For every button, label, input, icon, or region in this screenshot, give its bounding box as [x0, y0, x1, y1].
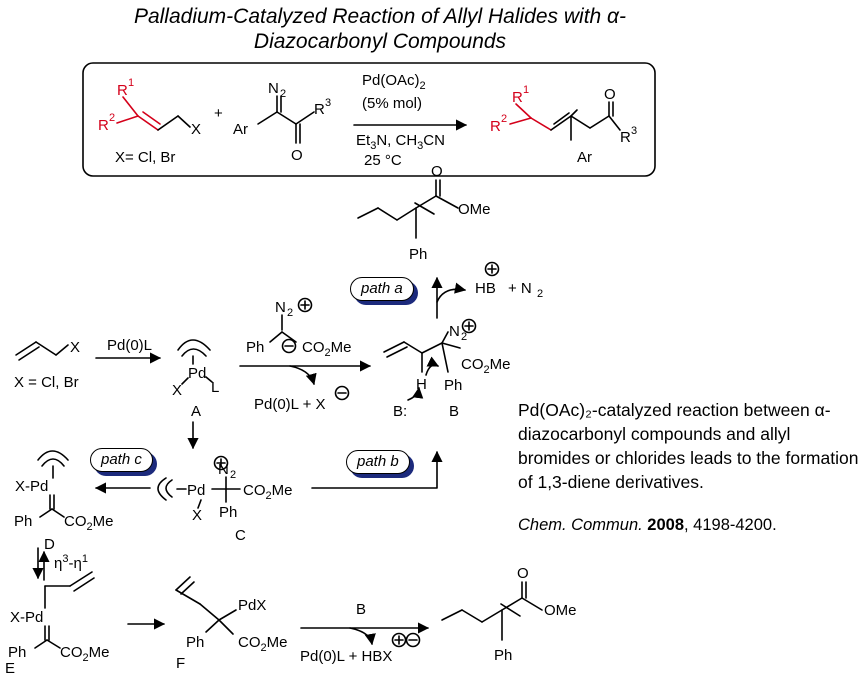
- svg-text:O: O: [517, 565, 529, 582]
- svg-text:(5% mol): (5% mol): [362, 95, 422, 112]
- svg-text:E: E: [5, 660, 15, 676]
- svg-text:CO2Me: CO2Me: [243, 482, 292, 502]
- svg-text:H: H: [416, 376, 427, 393]
- reference-year: 2008: [647, 516, 685, 534]
- title-line-2: Diazocarbonyl Compounds: [253, 30, 507, 53]
- svg-text:Pd(0)L + X: Pd(0)L + X: [254, 396, 326, 413]
- svg-text:R: R: [620, 129, 631, 146]
- svg-text:3: 3: [631, 125, 637, 137]
- svg-text:η3-η1: η3-η1: [54, 553, 88, 572]
- svg-text:X-Pd: X-Pd: [10, 609, 43, 626]
- x-equals-start-label: X = Cl, Br: [14, 374, 79, 391]
- svg-text:2: 2: [230, 469, 236, 481]
- diazo-reagent: N 2 Ph CO2Me: [246, 297, 351, 359]
- complex-e: X-Pd Ph CO2Me E: [5, 571, 109, 676]
- title-line-1: Palladium-Catalyzed Reaction of Allyl Ha…: [133, 5, 627, 28]
- diazocarbonyl-reactant: Ar N 2 O R 3: [233, 80, 331, 164]
- svg-text:3: 3: [325, 97, 331, 109]
- path-a-label: path a: [350, 277, 414, 301]
- svg-text:OMe: OMe: [458, 201, 491, 218]
- svg-text:O: O: [431, 163, 443, 180]
- svg-text:2: 2: [109, 112, 115, 124]
- svg-text:O: O: [291, 147, 303, 164]
- svg-text:Ar: Ar: [577, 149, 592, 166]
- r2-label: R: [98, 117, 109, 134]
- svg-text:+: +: [214, 105, 223, 122]
- svg-text:Ar: Ar: [233, 121, 248, 138]
- x-equals-label: X= Cl, Br: [115, 149, 175, 166]
- svg-text:X: X: [172, 382, 182, 399]
- svg-text:1: 1: [128, 77, 134, 89]
- svg-text:CO2Me: CO2Me: [238, 634, 287, 654]
- svg-text:Et3N, CH3CN: Et3N, CH3CN: [356, 132, 445, 152]
- path-c-label: path c: [90, 448, 153, 472]
- svg-text:HB: HB: [475, 280, 496, 297]
- svg-text:B:: B:: [393, 403, 407, 420]
- svg-text:Ph: Ph: [444, 377, 462, 394]
- svg-text:L: L: [211, 379, 219, 396]
- svg-text:2: 2: [280, 88, 286, 100]
- complex-a: Pd X L A: [172, 339, 219, 420]
- svg-text:Ph: Ph: [246, 339, 264, 356]
- svg-text:2: 2: [287, 307, 293, 319]
- svg-text:25 °C: 25 °C: [364, 152, 402, 169]
- svg-text:1: 1: [523, 84, 529, 96]
- svg-text:CO2Me: CO2Me: [64, 513, 113, 533]
- svg-text:Pd(0)L: Pd(0)L: [107, 337, 152, 354]
- svg-text:2: 2: [537, 288, 543, 300]
- svg-text:X-Pd: X-Pd: [15, 478, 48, 495]
- svg-text:R: R: [490, 118, 501, 135]
- svg-text:Ph: Ph: [8, 644, 26, 661]
- svg-text:PdX: PdX: [238, 597, 266, 614]
- svg-text:Ph: Ph: [409, 246, 427, 263]
- reference-pages: , 4198-4200.: [684, 516, 777, 534]
- svg-text:D: D: [44, 536, 55, 553]
- svg-text:2: 2: [461, 331, 467, 343]
- svg-text:Pd: Pd: [187, 482, 205, 499]
- svg-text:R: R: [512, 89, 523, 106]
- svg-text:B: B: [356, 601, 366, 618]
- svg-text:Ph: Ph: [494, 647, 512, 664]
- svg-text:C: C: [235, 527, 246, 544]
- intermediate-b: H N 2 CO2Me Ph B: B: [383, 318, 510, 420]
- svg-text:X: X: [191, 121, 201, 138]
- product-path-a: O OMe Ph: [357, 163, 491, 263]
- svg-text:N: N: [449, 323, 460, 340]
- path-b-label: path b: [346, 450, 410, 474]
- svg-text:Ph: Ph: [14, 513, 32, 530]
- svg-text:2: 2: [501, 113, 507, 125]
- carbene-d: X-Pd Ph CO2Me D: [14, 450, 113, 553]
- svg-text:B: B: [449, 403, 459, 420]
- svg-text:X: X: [192, 507, 202, 524]
- general-reaction-box: [82, 62, 656, 177]
- allyl-halide-reactant: R 1 R 2 X X= Cl, Br: [98, 77, 201, 166]
- svg-text:+ N: + N: [508, 280, 532, 297]
- svg-text:Ph: Ph: [186, 634, 204, 651]
- svg-text:F: F: [176, 655, 185, 672]
- intermediate-f: PdX Ph CO2Me F: [175, 576, 287, 672]
- svg-text:Pd(OAc)2: Pd(OAc)2: [362, 72, 426, 92]
- diene-product: R 1 R 2 O R 3 Ar: [490, 84, 637, 166]
- svg-text:A: A: [191, 403, 201, 420]
- complex-c: Pd X N 2 CO2Me Ph C: [157, 455, 292, 544]
- r1-label: R: [117, 82, 128, 99]
- svg-text:CO2Me: CO2Me: [461, 356, 510, 376]
- svg-text:N: N: [268, 80, 279, 97]
- reference: Chem. Commun. 2008, 4198-4200.: [518, 516, 777, 535]
- svg-text:Pd(0)L + HBX: Pd(0)L + HBX: [300, 648, 392, 665]
- svg-text:R: R: [314, 101, 325, 118]
- svg-text:CO2Me: CO2Me: [60, 644, 109, 664]
- svg-text:N: N: [275, 299, 286, 316]
- svg-text:Pd: Pd: [188, 365, 206, 382]
- svg-text:O: O: [604, 86, 616, 103]
- svg-text:X: X: [70, 339, 80, 356]
- svg-text:Ph: Ph: [219, 504, 237, 521]
- allyl-halide-start: X X = Cl, Br: [14, 339, 80, 391]
- svg-text:CO2Me: CO2Me: [302, 339, 351, 359]
- product-final: O OMe Ph: [441, 565, 577, 664]
- reference-journal: Chem. Commun.: [518, 516, 643, 534]
- description: Pd(OAc)₂-catalyzed reaction between α-di…: [518, 400, 859, 492]
- svg-text:OMe: OMe: [544, 602, 577, 619]
